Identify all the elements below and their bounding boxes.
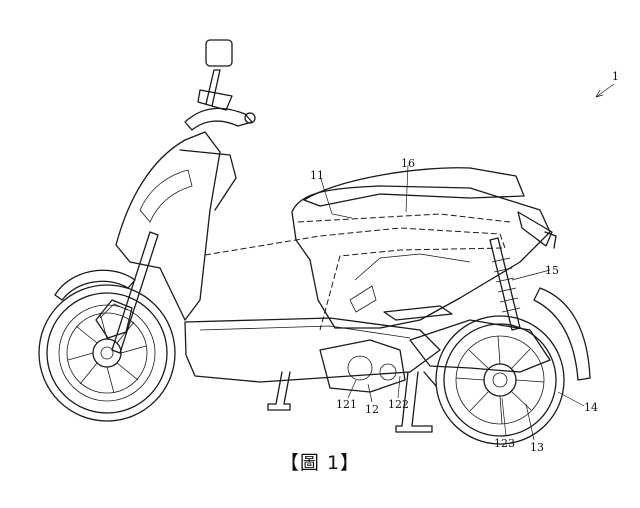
seat [303,167,525,207]
reference-numerals: 1 11 16 15 14 13 123 12 121 122 [310,70,619,454]
handlebar-assembly [184,39,256,131]
label-1: 1 [612,70,619,83]
label-12: 12 [365,403,379,416]
swing-arm [409,319,551,373]
label-121: 121 [336,398,357,411]
front-fork [95,231,159,354]
front-wheel [38,284,176,422]
label-13: 13 [530,441,544,454]
rear-fender [533,287,591,381]
rear-rack [544,231,557,249]
frame-outline [204,213,511,331]
label-123: 123 [494,437,515,450]
rear-wheel [435,315,565,445]
front-body [115,131,237,321]
label-122: 122 [388,398,409,411]
tail-light [517,211,553,247]
leader-lines [319,83,615,441]
front-fender [54,269,136,301]
stands [267,371,437,433]
figure-caption: 【圖 1】 [279,452,361,474]
label-14: 14 [584,401,598,414]
label-11: 11 [310,169,324,182]
label-15: 15 [545,264,559,277]
drive-unit [319,339,406,393]
label-16: 16 [401,157,415,170]
floorboard [184,317,441,383]
rear-body [291,185,551,329]
